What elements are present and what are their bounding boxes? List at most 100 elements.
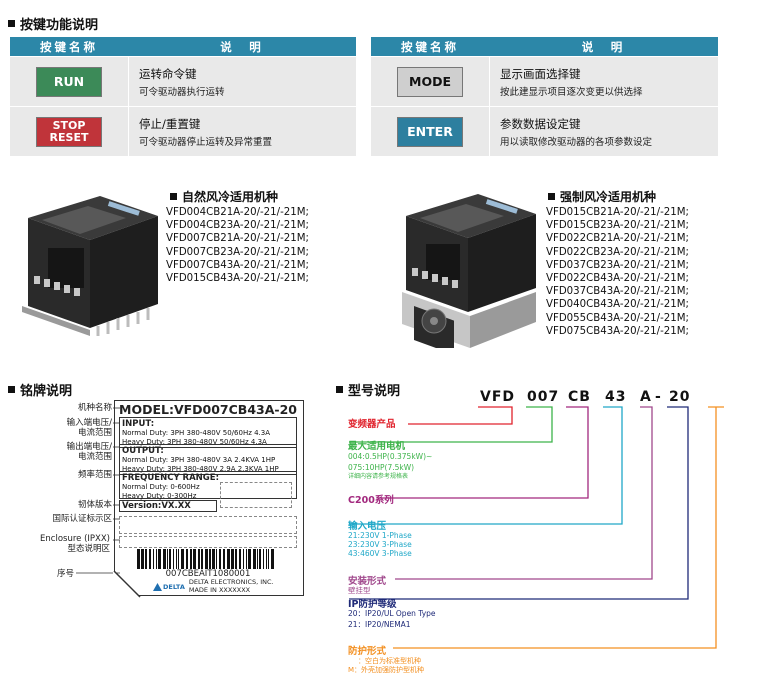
- key-row-run: RUN 运转命令键 可令驱动器执行运转: [10, 56, 356, 106]
- code-part-mount: A: [640, 389, 652, 405]
- nameplate-input-line: Normal Duty: 3PH 380-480V 50/60Hz 4.3A: [122, 429, 271, 437]
- nameplate-model: MODEL:VFD007CB43A-20: [119, 402, 297, 417]
- reset-key-label: RESET: [49, 130, 89, 144]
- code-label-product: 变频器产品: [348, 419, 396, 430]
- run-key-button[interactable]: RUN: [36, 66, 102, 97]
- keys-table-header: 按键名称 说 明: [10, 37, 356, 56]
- code-motor-line: 075:10HP(7.5kW): [348, 463, 415, 472]
- bullet-square-icon: [8, 20, 15, 27]
- label-version: 韧体版本: [77, 500, 112, 510]
- code-motor-note: 详细内容请参考规格表: [348, 473, 409, 480]
- model-list-item: VFD015CB43A-20/-21/-21M;: [166, 273, 309, 285]
- drive-natural-image: [22, 196, 158, 336]
- nameplate-input-heading: INPUT:: [122, 419, 155, 429]
- bullet-square-icon: [548, 193, 555, 200]
- model-list-item: VFD022CB21A-20/-21/-21M;: [546, 233, 689, 245]
- nameplate-output-heading: OUTPUT:: [122, 446, 164, 456]
- key-row-enter: ENTER 参数数据设定键 用以读取修改驱动器的各项参数设定: [371, 106, 718, 156]
- key-desc-text: 用以读取修改驱动器的各项参数设定: [500, 136, 653, 148]
- nameplate-freq-heading: FREQUENCY RANGE:: [122, 473, 219, 483]
- barcode-icon: [137, 549, 274, 569]
- code-voltage-line: 23:230V 3-Phase: [348, 540, 412, 549]
- label-cert: 国际认证标示区: [52, 514, 112, 524]
- delta-logo: DELTA: [153, 582, 185, 591]
- run-key-label: RUN: [53, 74, 85, 89]
- key-desc-text: 可令驱动器停止运转及异常重置: [139, 136, 273, 148]
- code-label-motor: 最大适用电机: [348, 441, 406, 452]
- code-voltage-line: 43:460V 3-Phase: [348, 549, 412, 558]
- key-desc-title: 运转命令键: [139, 66, 197, 81]
- nameplate-title-text: 铭牌说明: [20, 384, 73, 399]
- enter-key-label: ENTER: [407, 124, 453, 139]
- forced-cooling-title-text: 强制风冷适用机种: [560, 190, 657, 204]
- key-cell: STOP RESET: [10, 107, 128, 156]
- code-ip-line: 20：IP20/UL Open Type: [348, 609, 436, 618]
- nameplate: MODEL:VFD007CB43A-20 INPUT: Normal Duty:…: [114, 400, 304, 596]
- code-mount-line: 壁挂型: [348, 586, 371, 595]
- key-cell: ENTER: [371, 107, 489, 156]
- nameplate-made-in: MADE IN XXXXXXX: [188, 585, 251, 594]
- code-part-series: CB: [568, 389, 591, 405]
- code-part-voltage: 43: [605, 389, 627, 405]
- model-list-item: VFD037CB43A-20/-21/-21M;: [546, 286, 689, 298]
- forced-model-list: VFD015CB21A-20/-21/-21M;VFD015CB23A-20/-…: [546, 206, 689, 338]
- stop-reset-key-button[interactable]: STOP RESET: [36, 116, 102, 147]
- keys-table-right: 按键名称 说 明 MODE 显示画面选择键 按此建显示项目逐次变更以供选择 EN…: [371, 37, 718, 156]
- key-desc-title: 显示画面选择键: [500, 66, 581, 81]
- drive-forced-image: [402, 194, 536, 348]
- bullet-square-icon: [8, 386, 15, 393]
- code-part-ip: 20: [669, 389, 691, 405]
- enclosure-area-box: [119, 536, 297, 548]
- company-block: DELTA ELECTRONICS, INC. MADE IN XXXXXXX: [188, 578, 274, 594]
- key-desc: 运转命令键 可令驱动器执行运转: [128, 57, 356, 106]
- model-list-item: VFD022CB23A-20/-21/-21M;: [546, 246, 689, 258]
- label-enclosure: Enclosure (IPXX) 型态说明区: [40, 534, 110, 554]
- keys-table-left: 按键名称 说 明 RUN 运转命令键 可令驱动器执行运转 STOP RESET …: [10, 37, 356, 156]
- nameplate-freq-box: FREQUENCY RANGE: Normal Duty: 0-600Hz He…: [119, 471, 297, 508]
- key-desc-title: 停止/重置键: [139, 116, 201, 131]
- nameplate-input-line: Heavy Duty: 3PH 380-480V 50/60Hz 4.3A: [122, 437, 267, 446]
- mode-key-button[interactable]: MODE: [397, 66, 463, 97]
- code-part-vfd: VFD: [480, 389, 516, 405]
- label-input: 输入端电压/ 电流范围: [66, 418, 112, 438]
- header-key: 按键名称: [40, 39, 98, 54]
- nameplate-serial: 007CBEAIT1080001: [165, 569, 251, 579]
- label-model: 机种名称: [77, 403, 112, 413]
- enter-key-button[interactable]: ENTER: [397, 116, 463, 147]
- code-label-voltage: 输入电压: [348, 521, 387, 532]
- code-motor-line: 004:0.5HP(0.375kW)~: [348, 452, 433, 461]
- key-desc: 停止/重置键 可令驱动器停止运转及异常重置: [128, 107, 356, 156]
- code-label-protect: 防护形式: [348, 646, 387, 657]
- model-list-item: VFD007CB21A-20/-21/-21M;: [166, 233, 309, 245]
- key-desc-text: 可令驱动器执行运转: [139, 86, 225, 98]
- model-list-item: VFD037CB23A-20/-21/-21M;: [546, 259, 689, 271]
- plate-corner: [113, 570, 141, 598]
- header-desc: 说 明: [220, 39, 264, 54]
- nameplate-section-title: 铭牌说明: [8, 380, 72, 399]
- model-list-item: VFD015CB21A-20/-21/-21M;: [546, 207, 689, 218]
- model-list-item: VFD075CB43A-20/-21/-21M;: [546, 325, 689, 337]
- header-key: 按键名称: [401, 39, 459, 54]
- nameplate-company: DELTA ELECTRONICS, INC.: [188, 578, 274, 586]
- nameplate-input-box: INPUT: Normal Duty: 3PH 380-480V 50/60Hz…: [119, 417, 297, 448]
- key-row-mode: MODE 显示画面选择键 按此建显示项目逐次变更以供选择: [371, 56, 718, 106]
- natural-model-list: VFD004CB21A-20/-21/-21M;VFD004CB23A-20/-…: [166, 206, 309, 285]
- model-list-item: VFD007CB43A-20/-21/-21M;: [166, 259, 309, 271]
- forced-cooling-title: 强制风冷适用机种: [548, 188, 656, 205]
- keys-section-title: 按键功能说明: [8, 14, 98, 33]
- key-desc-text: 按此建显示项目逐次变更以供选择: [500, 86, 643, 98]
- keys-title-text: 按键功能说明: [20, 18, 99, 33]
- mode-key-label: MODE: [409, 74, 451, 89]
- code-protect-line: ：空白为标准型机种: [358, 657, 421, 665]
- code-label-ip: IP防护等级: [348, 599, 397, 610]
- delta-triangle-icon: [153, 582, 162, 591]
- model-list-item: VFD004CB23A-20/-21/-21M;: [166, 220, 309, 232]
- key-cell: MODE: [371, 57, 489, 106]
- bullet-square-icon: [170, 193, 177, 200]
- label-freq: 频率范围: [77, 470, 112, 480]
- key-desc: 参数数据设定键 用以读取修改驱动器的各项参数设定: [489, 107, 718, 156]
- nameplate-freq-line: Normal Duty: 0-600Hz: [122, 483, 200, 491]
- stop-key-label: STOP: [52, 118, 86, 132]
- model-list-item: VFD040CB43A-20/-21/-21M;: [546, 299, 689, 311]
